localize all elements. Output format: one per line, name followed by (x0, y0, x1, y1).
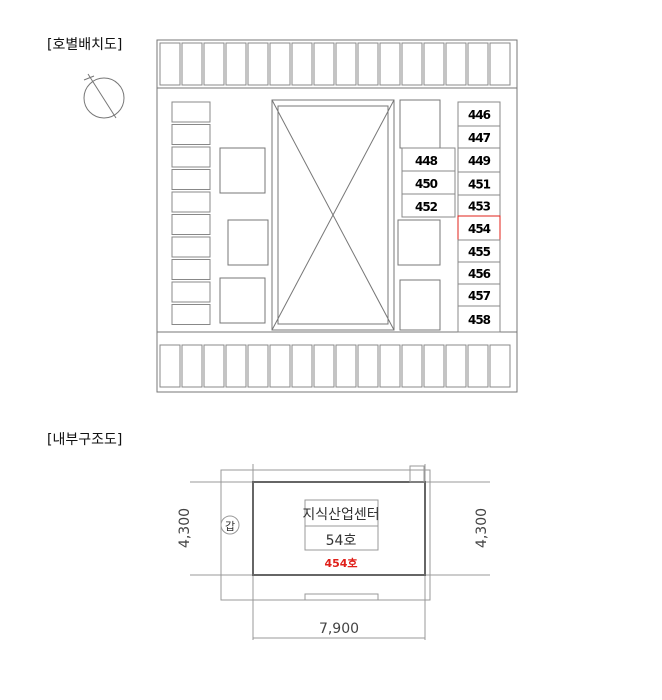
unit-label-455: 455 (468, 245, 491, 259)
top-room (401, 42, 423, 86)
interior-plan (190, 464, 490, 640)
bottom-room (159, 344, 181, 388)
bottom-room (313, 344, 335, 388)
top-room (291, 42, 313, 86)
bottom-room (489, 344, 511, 388)
left-room (171, 169, 211, 190)
unit-label-447: 447 (468, 131, 491, 145)
top-room (489, 42, 511, 86)
dim-width: 7,900 (319, 621, 359, 637)
unit-label-457: 457 (468, 289, 491, 303)
unit-452[interactable] (401, 193, 456, 218)
door-mark: 갑 (225, 520, 235, 533)
top-room (225, 42, 247, 86)
bottom-room (335, 344, 357, 388)
unit-label-456: 456 (468, 267, 491, 281)
left-room (171, 214, 211, 235)
interior-name-line1: 지식산업센터 (302, 507, 379, 523)
top-room (357, 42, 379, 86)
building-outline (156, 39, 518, 393)
top-room (467, 42, 489, 86)
unit-label-451: 451 (468, 178, 491, 192)
unit-label-452: 452 (415, 200, 438, 214)
top-room (335, 42, 357, 86)
bottom-room (445, 344, 467, 388)
dim-height-left: 4,300 (177, 508, 193, 548)
door-icon (220, 515, 240, 535)
left-room (171, 191, 211, 213)
left-room (171, 304, 211, 325)
bottom-room (181, 344, 203, 388)
left-room (171, 281, 211, 303)
bottom-room (225, 344, 247, 388)
unit-label-449: 449 (468, 154, 491, 168)
bottom-room (269, 344, 291, 388)
bottom-room (379, 344, 401, 388)
unit-label-453: 453 (468, 200, 491, 214)
bottom-room (291, 344, 313, 388)
bottom-room (467, 344, 489, 388)
top-room (247, 42, 269, 86)
top-room (423, 42, 445, 86)
left-room (171, 146, 211, 168)
interior-title: [내부구조도] (47, 432, 123, 448)
dim-height-right: 4,300 (474, 508, 490, 548)
bottom-room (247, 344, 269, 388)
unit-label-448: 448 (415, 154, 438, 168)
compass-icon (83, 73, 125, 119)
left-room (171, 259, 211, 280)
top-room (159, 42, 181, 86)
left-room (171, 101, 211, 123)
bottom-room (357, 344, 379, 388)
unit-label-458: 458 (468, 313, 491, 327)
layout-title: [호별배치도] (47, 37, 123, 53)
bottom-room (203, 344, 225, 388)
interior-name-line2: 54호 (326, 533, 357, 549)
top-room (445, 42, 467, 86)
top-room (181, 42, 203, 86)
unit-label-450: 450 (415, 177, 438, 191)
top-room (203, 42, 225, 86)
left-room (171, 236, 211, 258)
top-room (269, 42, 291, 86)
unit-label-446: 446 (468, 108, 491, 122)
top-room (313, 42, 335, 86)
bottom-room (423, 344, 445, 388)
unit-458[interactable] (457, 305, 501, 333)
top-room (379, 42, 401, 86)
left-room (171, 124, 211, 145)
unit-label-454: 454 (468, 222, 491, 236)
bottom-room (401, 344, 423, 388)
interior-unit-label: 454호 (324, 556, 357, 570)
